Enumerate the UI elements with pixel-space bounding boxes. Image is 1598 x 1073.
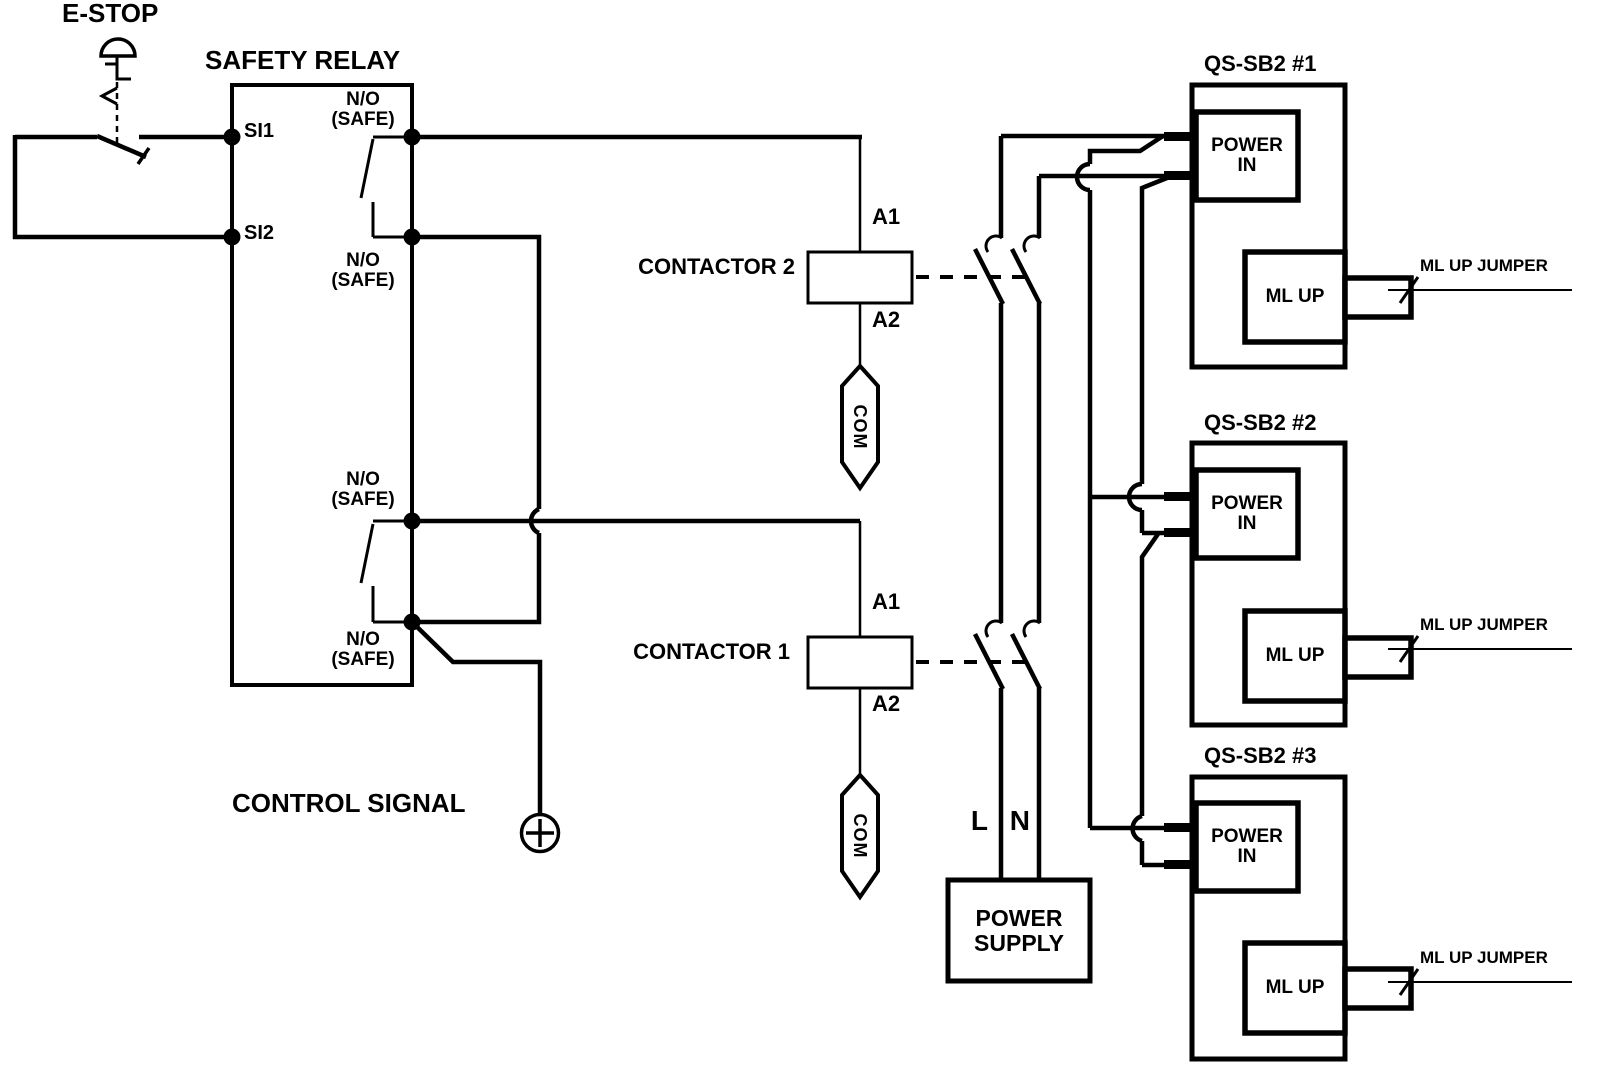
contact-hook-icon <box>984 234 1003 253</box>
power-in-box <box>1193 800 1301 894</box>
contact-hook-icon <box>1022 619 1041 638</box>
no-safe-label-1: N/O (SAFE) <box>331 89 395 130</box>
estop-mushroom-icon <box>98 37 137 146</box>
n-terminal-label: N <box>1009 805 1030 836</box>
power-in-box <box>1193 467 1301 561</box>
contactor1-a1-label: A1 <box>872 589 901 614</box>
wire-no3-to-contactor1 <box>412 518 862 637</box>
contact-blade <box>1009 247 1043 306</box>
l-terminal-label: L <box>970 805 988 836</box>
contact-hook-icon <box>984 619 1003 638</box>
estop-blade-tick <box>136 147 151 165</box>
contactor2-com-label: COM <box>850 404 871 450</box>
power-in-stub <box>1164 492 1198 501</box>
wire-hop-arc <box>1126 481 1143 513</box>
si2-label: SI2 <box>244 222 275 244</box>
qs-sb2-unit-2 <box>1189 440 1572 728</box>
no-safe-label-3: N/O (SAFE) <box>331 469 395 510</box>
power-supply-label: POWER SUPPLY <box>974 904 1064 956</box>
contactor2-label: CONTACTOR 2 <box>638 254 795 279</box>
ml-up-box <box>1242 940 1348 1036</box>
relay-contact-2 <box>359 519 412 624</box>
com-flag-1 <box>840 772 880 901</box>
com-flag-2 <box>840 363 880 492</box>
estop-contact-loop <box>12 133 230 240</box>
jumper-slash <box>1398 968 1420 996</box>
relay-contact-1-blade <box>359 138 375 199</box>
power-in-stub <box>1164 171 1198 180</box>
wire-no1-to-contactor2 <box>412 134 862 252</box>
control-signal-label: CONTROL SIGNAL <box>232 788 466 818</box>
ml-up-jumper-label-1: ML UP JUMPER <box>1420 256 1548 275</box>
jumper-stub <box>1342 966 1414 1011</box>
feed-b-branch-jog <box>1139 173 1173 484</box>
jumper-slash <box>1398 635 1420 663</box>
power-in-label-1: POWER IN <box>1211 135 1283 176</box>
safety-relay-box <box>223 83 421 687</box>
control-signal-plus-icon <box>519 812 561 854</box>
estop-release-chevron <box>98 86 118 106</box>
ml-up-jumper-label-3: ML UP JUMPER <box>1420 948 1548 967</box>
ml-up-label-1: ML UP <box>1265 286 1325 307</box>
relay-contact-2-blade <box>359 523 375 584</box>
estop-latch-step <box>105 62 131 81</box>
feed-a-branch-jog <box>1087 134 1165 164</box>
qs-sb2-1-title: QS-SB2 #1 <box>1204 51 1317 76</box>
contactor2-coil <box>806 250 1035 368</box>
contact-blade <box>972 247 1006 306</box>
ml-up-jumper-label-2: ML UP JUMPER <box>1420 615 1548 634</box>
contactor1-label: CONTACTOR 1 <box>633 639 790 664</box>
contactor2-a2-label: A2 <box>872 307 901 332</box>
wire-no4-to-control-signal <box>410 620 543 814</box>
ml-up-box <box>1242 249 1348 345</box>
jumper-stub <box>1342 275 1414 320</box>
power-supply-box <box>945 877 1093 984</box>
contactor1-coil <box>806 635 1035 777</box>
qs-sb2-unit-3 <box>1189 774 1572 1062</box>
contactor1-a2-label: A2 <box>872 691 901 716</box>
safety-relay-title: SAFETY RELAY <box>205 45 401 75</box>
estop-label: E-STOP <box>62 0 159 28</box>
feed-run-b <box>1039 173 1194 868</box>
relay-contact-1 <box>359 135 412 239</box>
estop-mushroom-dome <box>99 37 137 58</box>
ml-up-label-2: ML UP <box>1265 645 1325 666</box>
safety-relay-outline <box>230 83 414 687</box>
power-in-label-3: POWER IN <box>1211 826 1283 867</box>
contact-blade <box>1009 632 1043 691</box>
si1-label: SI1 <box>244 120 275 142</box>
power-in-label-2: POWER IN <box>1211 493 1283 534</box>
estop-contact-blade <box>96 133 147 160</box>
no-safe-label-4: N/O (SAFE) <box>331 629 395 670</box>
power-in-stub <box>1164 860 1198 869</box>
power-in-stub <box>1164 132 1198 141</box>
ml-up-box <box>1242 608 1348 704</box>
qs-sb2-3-title: QS-SB2 #3 <box>1204 743 1317 768</box>
contactor2-a1-label: A1 <box>872 204 901 229</box>
wire-no2-to-no4 <box>412 234 542 625</box>
wire-hop-arc <box>1130 813 1143 844</box>
no-safe-label-2: N/O (SAFE) <box>331 250 395 291</box>
qs-sb2-unit-1 <box>1189 82 1572 370</box>
power-in-box <box>1193 109 1301 203</box>
feed-run-a <box>1001 133 1194 831</box>
qs-sb2-2-title: QS-SB2 #2 <box>1204 410 1317 435</box>
terminal-dot-si1 <box>223 128 241 146</box>
contactor1-com-label: COM <box>850 813 871 859</box>
line-l <box>972 136 1006 882</box>
ml-up-label-3: ML UP <box>1265 977 1325 998</box>
jumper-slash <box>1398 276 1420 304</box>
jumper-stub <box>1342 635 1414 680</box>
power-in-stub <box>1164 528 1198 537</box>
line-n <box>1009 176 1043 882</box>
feed-b-continue-jog <box>1139 532 1160 816</box>
terminal-dot-si2 <box>223 228 241 246</box>
contact-blade <box>972 632 1006 691</box>
contact-hook-icon <box>1022 234 1041 253</box>
power-in-stub <box>1164 823 1198 832</box>
